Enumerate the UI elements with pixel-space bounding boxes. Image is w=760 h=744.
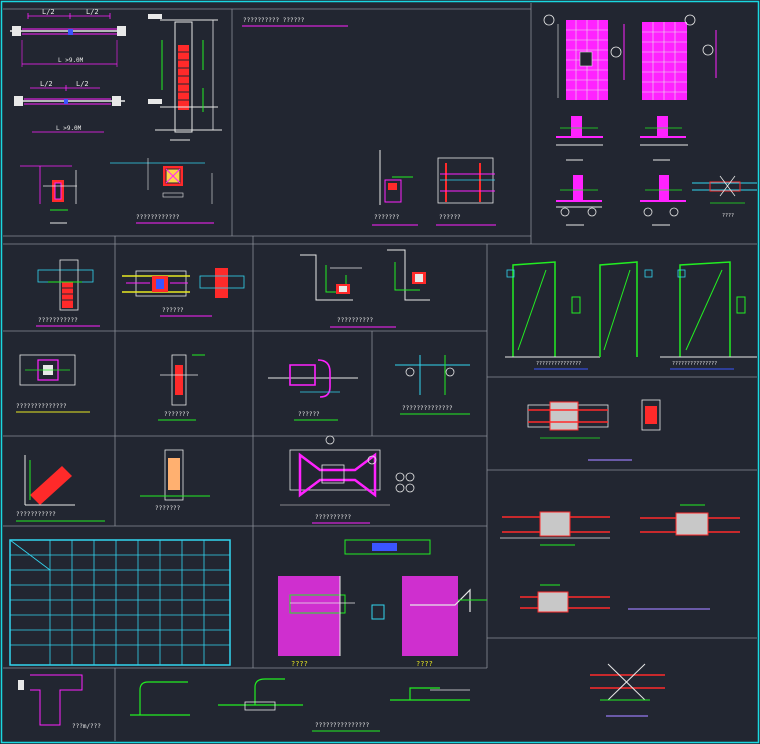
small-column-elev: ??????? <box>158 354 205 421</box>
mesh-column-plan-right <box>642 14 717 100</box>
beam-column-joint-a: ??????????? <box>36 259 100 327</box>
half-span-label-b: L/2 <box>86 8 99 16</box>
beam-section-pair <box>500 504 740 613</box>
half-span-label-a: L/2 <box>42 8 55 16</box>
caption-loop-a: ?????? <box>439 214 461 221</box>
caption-top-mid: ?????????? ?????? <box>243 17 305 24</box>
caption-small-col: ??????? <box>164 411 190 418</box>
half-span-label-d: L/2 <box>76 80 89 88</box>
footing-section-row1 <box>556 116 688 161</box>
span-label-a: L >9.0M <box>58 57 84 64</box>
splice-cross-detail <box>590 663 665 717</box>
caption-small-col-a: ??????? <box>374 214 400 221</box>
caption-wall-a: ???? <box>291 660 308 668</box>
ladder-frame-detail: ?????? <box>436 157 496 226</box>
loop-bar-detail: ?????? <box>268 359 358 421</box>
stirrup-square-detail: ???????????? <box>110 158 214 224</box>
caption-junction: ?????? <box>162 307 184 314</box>
wall-anchor-detail-a: ???? <box>278 539 431 668</box>
wall-col-plan: ?????????????? <box>16 354 90 413</box>
caption-corner: ??????????? <box>16 511 56 518</box>
span-label-b: L >9.0M <box>56 125 82 132</box>
beam-section-middle <box>527 399 661 461</box>
corner-hatched-detail: ??????????? <box>16 455 105 522</box>
caption-elev-b: ??????????????? <box>672 361 717 367</box>
footing-section-row2 <box>556 175 686 226</box>
beam-splice-detail-top: ???? <box>692 175 757 219</box>
beam-span-detail: L/2 L/2 L >9.0M L/2 L/2 L >9.0M <box>10 8 126 133</box>
beam-column-joint-b: ?????? <box>122 268 245 317</box>
hook-bar-detail: ?????????????? <box>395 355 470 415</box>
caption-loop: ?????? <box>298 411 320 418</box>
wall-anchor-detail-b: ???? <box>371 576 487 668</box>
grid-table-drawing <box>9 539 231 666</box>
panel-grid <box>3 3 757 741</box>
caption-wall-col-plan: ?????????????? <box>16 403 67 410</box>
caption-beam-end: ???m/??? <box>72 723 101 730</box>
caption-wall-b: ???? <box>416 660 433 668</box>
caption-elev-a: ??????????????? <box>536 361 581 367</box>
wall-column-detail: ??????? <box>372 150 418 226</box>
bent-bar-elevations: ??????????????? <box>130 678 470 732</box>
beam-end-detail: ???m/??? <box>18 674 101 730</box>
caption-stirrup: ???????????? <box>136 214 180 221</box>
caption-anchor: ??????? <box>155 505 181 512</box>
frame-elevations: ??????????????? ??????????????? <box>505 261 757 370</box>
column-section-detail <box>20 165 77 224</box>
caption-tiny-top-right: ???? <box>722 213 734 219</box>
caption-node-big: ?????????? <box>315 514 352 521</box>
column-rebar-elevation <box>148 14 222 141</box>
caption-bottom-center: ??????????????? <box>315 722 370 729</box>
caption-wall-col: ?????????? <box>337 317 374 324</box>
beam-joint-complex: ?????????? <box>280 435 415 524</box>
mesh-column-plan-left <box>543 14 625 100</box>
half-span-label-c: L/2 <box>40 80 53 88</box>
caption-corner-node: ??????????? <box>38 317 78 324</box>
wall-opening-detail: ?????????? <box>300 249 430 328</box>
column-anchorage-detail: ??????? <box>140 449 210 512</box>
caption-hook: ?????????????? <box>402 405 453 412</box>
